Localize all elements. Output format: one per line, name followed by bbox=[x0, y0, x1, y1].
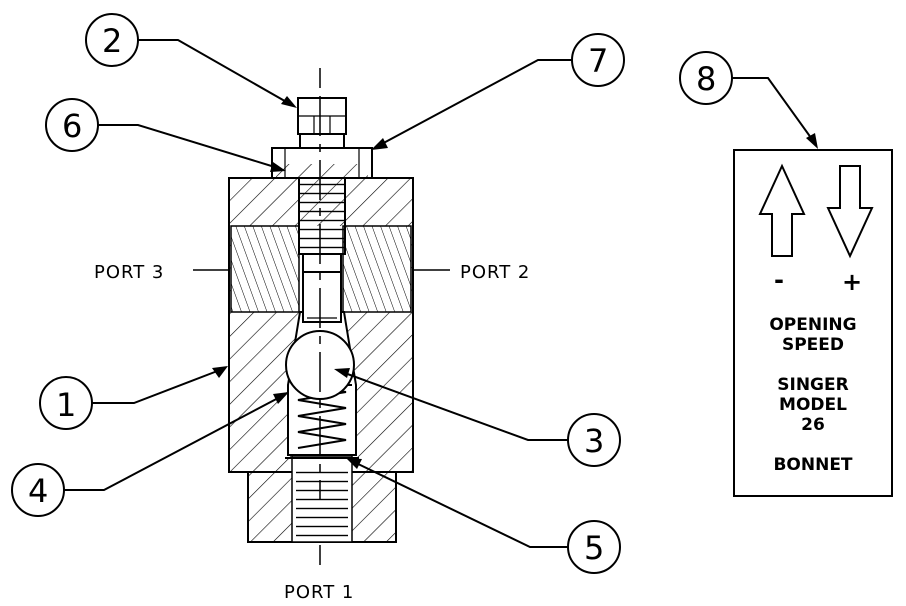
svg-text:5: 5 bbox=[584, 529, 604, 567]
plate-model: MODEL bbox=[779, 395, 847, 415]
svg-text:8: 8 bbox=[696, 60, 716, 98]
plus-sign: + bbox=[842, 268, 862, 296]
plate-26: 26 bbox=[801, 415, 825, 435]
svg-text:2: 2 bbox=[102, 22, 122, 60]
callout-3: 3 bbox=[334, 368, 621, 467]
port1-thread bbox=[285, 455, 359, 543]
callout-7: 7 bbox=[371, 33, 625, 150]
screw-head bbox=[297, 97, 347, 149]
plate-opening: OPENING bbox=[769, 315, 856, 335]
svg-text:6: 6 bbox=[62, 107, 82, 145]
svg-text:1: 1 bbox=[56, 386, 76, 424]
callout-2: 2 bbox=[85, 13, 297, 108]
callout-6: 6 bbox=[45, 98, 286, 172]
locknut bbox=[271, 147, 373, 179]
port2-label: PORT 2 bbox=[460, 262, 530, 283]
callout-5: 5 bbox=[346, 458, 621, 574]
up-arrow-icon bbox=[758, 163, 806, 257]
port1-label: PORT 1 bbox=[284, 582, 354, 603]
svg-text:3: 3 bbox=[584, 422, 604, 460]
plate-speed: SPEED bbox=[782, 335, 844, 355]
callout-8: 8 bbox=[679, 51, 818, 149]
svg-text:7: 7 bbox=[588, 42, 608, 80]
adjusting-stem bbox=[298, 163, 346, 323]
port3-label: PORT 3 bbox=[94, 262, 164, 283]
plate-bonnet: BONNET bbox=[773, 455, 852, 475]
minus-sign: - bbox=[774, 266, 784, 294]
svg-text:4: 4 bbox=[28, 472, 48, 510]
plate-singer: SINGER bbox=[777, 375, 848, 395]
bonnet-plate: - + OPENING SPEED SINGER MODEL 26 BONNET bbox=[733, 149, 893, 497]
callout-1: 1 bbox=[39, 366, 228, 430]
callout-4: 4 bbox=[11, 392, 289, 517]
down-arrow-icon bbox=[826, 165, 874, 259]
